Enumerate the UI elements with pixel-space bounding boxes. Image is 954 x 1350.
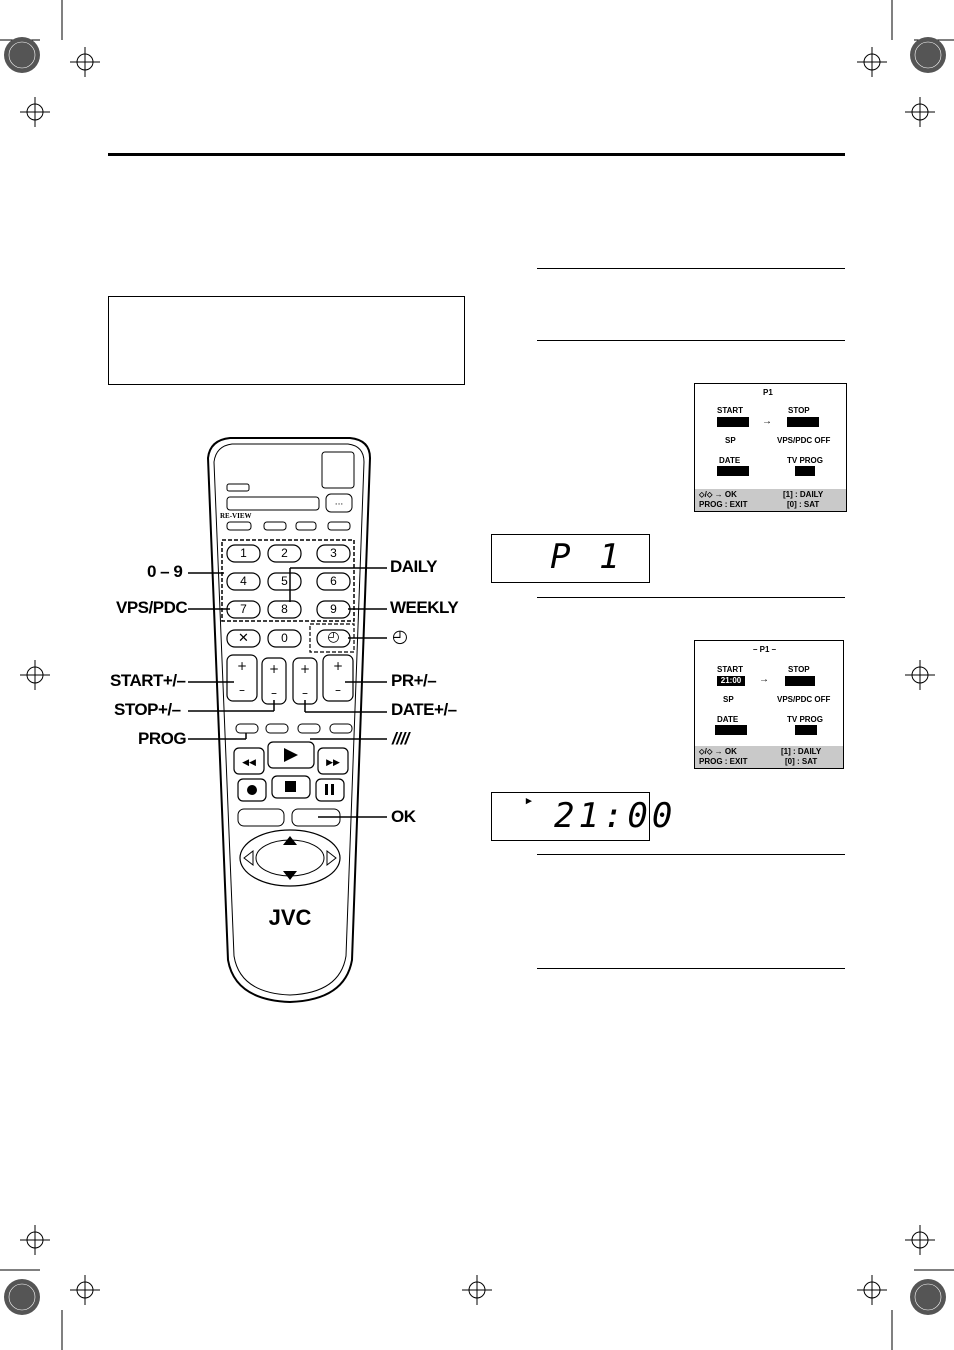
osd1-foot-left-2: PROG : EXIT (699, 500, 748, 509)
vcr-display-2: ▸ 21:00 (491, 792, 672, 841)
osd1-foot-right-2: [0] : SAT (787, 500, 820, 509)
step-rule-2 (537, 340, 845, 341)
review-label: RE-VIEW (220, 512, 252, 520)
key-1[interactable]: 1 (240, 546, 247, 560)
osd1-arrow: → (762, 416, 772, 427)
osd2-stop-label: STOP (788, 665, 810, 674)
osd2-sp: SP (723, 695, 734, 704)
svg-text:+: + (333, 659, 343, 673)
key-3[interactable]: 3 (330, 546, 337, 560)
callout-weekly: WEEKLY (390, 598, 459, 617)
svg-text:+: + (269, 662, 279, 676)
osd1-footer: ⬦/⬦ → OK PROG : EXIT [1] : DAILY [0] : S… (695, 489, 846, 511)
vcr-display-1: P 1 (491, 534, 650, 583)
osd2-title: – P1 – (753, 645, 777, 654)
step-rule-3 (537, 597, 845, 598)
osd2-foot-right-2: [0] : SAT (785, 757, 818, 766)
callout-prog: PROG (138, 729, 187, 748)
svg-text:+: + (237, 659, 247, 673)
osd1-stop-field (787, 417, 819, 427)
key-8[interactable]: 8 (281, 602, 288, 616)
osd2-tvprog-field (795, 725, 817, 735)
info-box (108, 296, 465, 385)
osd2-date-label: DATE (717, 715, 739, 724)
osd2-tvprog-label: TV PROG (787, 715, 824, 724)
clock-icon[interactable]: ◴ (327, 629, 340, 645)
timer-indicator-icon: ▸ (526, 795, 532, 807)
key-2[interactable]: 2 (281, 546, 288, 560)
osd2-foot-left-1: ⬦/⬦ → OK (699, 747, 737, 756)
key-9[interactable]: 9 (330, 602, 337, 616)
key-4[interactable]: 4 (240, 574, 247, 588)
callout-ok: OK (391, 807, 416, 826)
vcr-display-2-text: 21:00 (554, 796, 677, 836)
osd-screen-1: P1 START → STOP SP VPS/PDC OFF DATE TV P… (694, 383, 847, 512)
svg-text:–: – (302, 686, 308, 700)
svg-text:–: – (335, 683, 341, 697)
osd1-start-label: START (717, 406, 744, 415)
header-rule (108, 153, 845, 156)
osd2-foot-right-1: [1] : DAILY (781, 747, 822, 756)
step-rule-5 (537, 968, 845, 969)
svg-text:···: ··· (335, 500, 344, 510)
osd1-foot-left-1: ⬦/⬦ → OK (699, 490, 737, 499)
svg-text:+: + (300, 662, 310, 676)
osd1-tvprog-field (795, 466, 815, 476)
callout-slashes: //// (392, 729, 409, 748)
osd1-start-field (717, 417, 749, 427)
callout-0-9: 0 – 9 (147, 562, 183, 581)
step-rule-4 (537, 854, 845, 855)
svg-text:▶▶: ▶▶ (326, 758, 340, 768)
osd1-date-label: DATE (719, 456, 741, 465)
osd2-start-label: START (717, 665, 744, 674)
brand-logo: JVC (269, 905, 312, 930)
callout-pr: PR+/– (391, 671, 437, 690)
key-0[interactable]: 0 (281, 631, 288, 645)
osd2-start-field: 21:00 (717, 676, 745, 686)
step-rule-1 (537, 268, 845, 269)
osd1-vps: VPS/PDC OFF (777, 436, 831, 445)
osd1-foot-right-1: [1] : DAILY (783, 490, 824, 499)
cancel-key[interactable]: ✕ (238, 630, 249, 645)
osd2-vps: VPS/PDC OFF (777, 695, 831, 704)
vcr-display-1-text: P 1 (550, 537, 624, 577)
key-6[interactable]: 6 (330, 574, 337, 588)
osd2-foot-left-2: PROG : EXIT (699, 757, 748, 766)
osd1-stop-label: STOP (788, 406, 810, 415)
svg-text:–: – (239, 683, 245, 697)
osd1-tvprog-label: TV PROG (787, 456, 824, 465)
key-5[interactable]: 5 (281, 574, 288, 588)
callout-date: DATE+/– (391, 700, 457, 719)
callout-clock-icon: ◴ (392, 626, 408, 647)
osd2-footer: ⬦/⬦ → OK PROG : EXIT [1] : DAILY [0] : S… (695, 746, 843, 768)
osd1-sp: SP (725, 436, 736, 445)
key-7[interactable]: 7 (240, 602, 247, 616)
callout-daily: DAILY (390, 557, 437, 576)
callout-start: START+/– (110, 671, 186, 690)
osd-screen-2: – P1 – START 21:00 → STOP SP VPS/PDC OFF… (694, 640, 844, 769)
callout-vps-pdc: VPS/PDC (116, 598, 188, 617)
svg-text:–: – (271, 686, 277, 700)
osd2-date-field (715, 725, 747, 735)
callout-stop: STOP+/– (114, 700, 181, 719)
osd2-arrow: → (759, 674, 769, 685)
svg-text:◀◀: ◀◀ (242, 758, 256, 768)
osd1-title: P1 (763, 388, 773, 397)
osd2-stop-field (785, 676, 815, 686)
osd1-date-field (717, 466, 749, 476)
